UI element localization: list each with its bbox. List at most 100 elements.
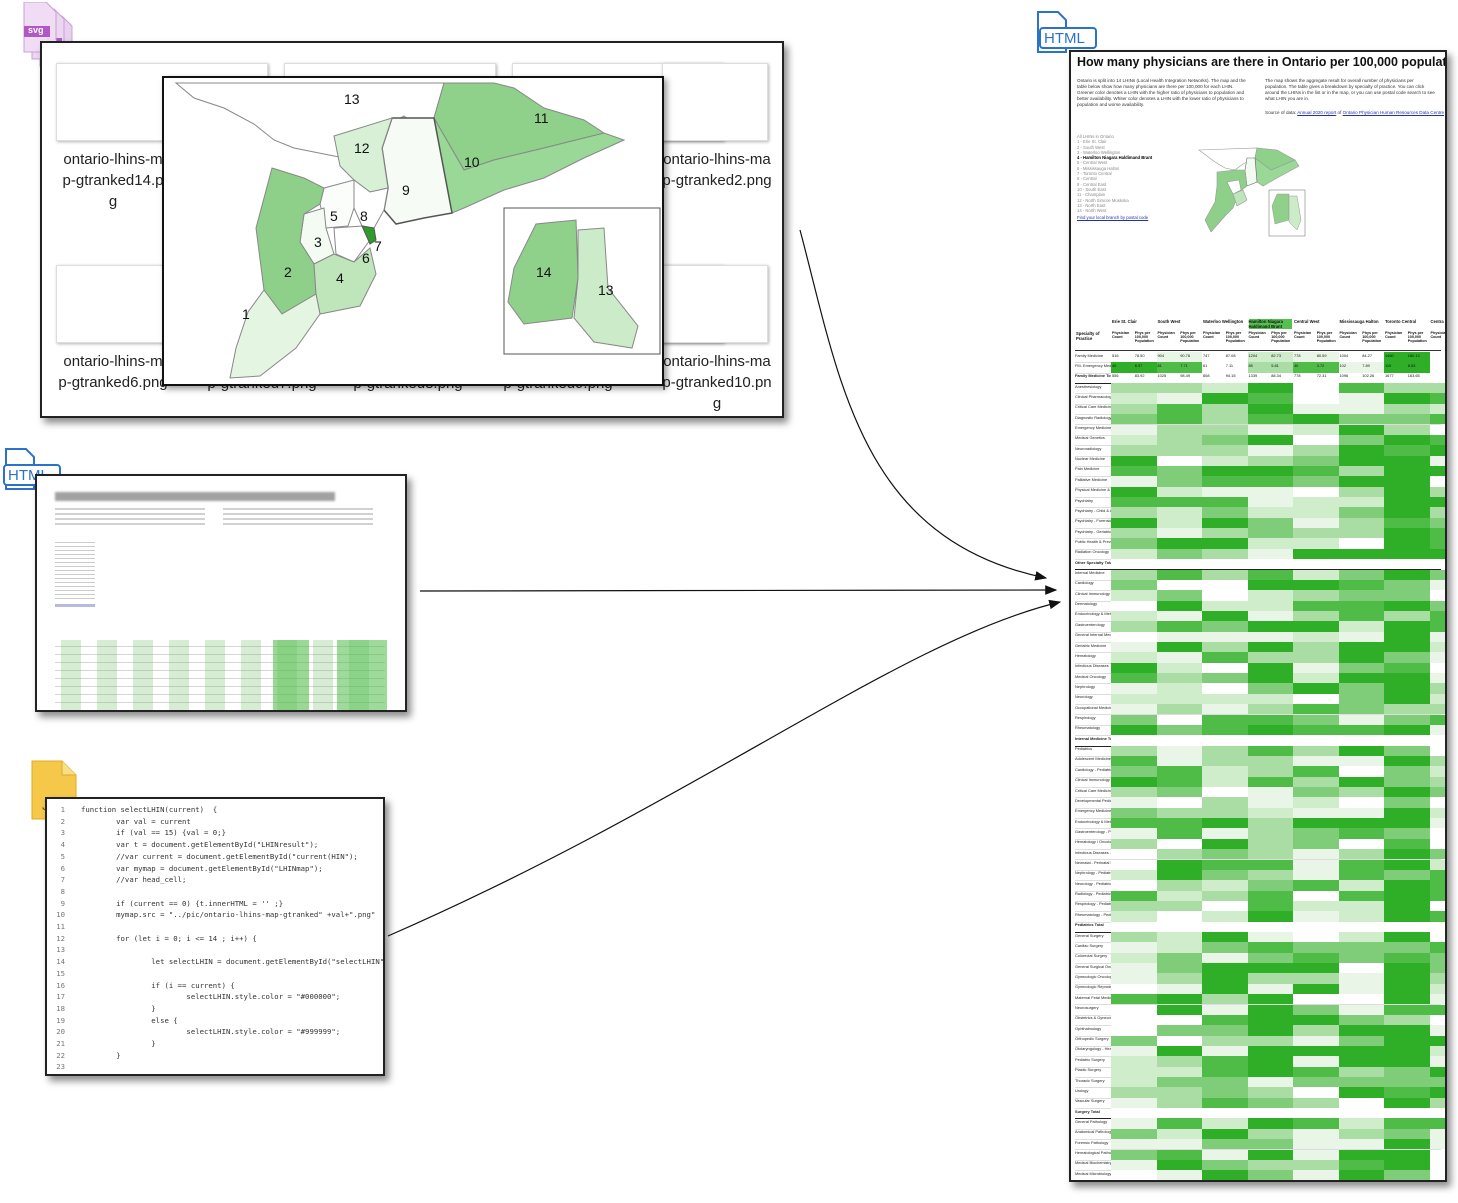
- table-cell-shade: [1202, 1066, 1248, 1077]
- table-cell-value: 778: [1294, 352, 1301, 358]
- lhin-column-header[interactable]: Hamilton Niagara Haldimand Brant: [1248, 319, 1292, 329]
- row-label: Hematological Pathology: [1075, 1150, 1111, 1155]
- table-row: Medical Microbiology: [1075, 1170, 1445, 1180]
- table-cell-shade: [1384, 869, 1430, 881]
- table-cell-shade: [1338, 942, 1384, 953]
- table-cell-shade: [1111, 714, 1157, 725]
- table-cell-shade: [1338, 994, 1384, 1005]
- table-cell-shade: [1338, 1149, 1384, 1160]
- lhin-list-item[interactable]: 10 - South East: [1077, 186, 1106, 192]
- table-cell-shade: [1429, 963, 1445, 974]
- table-cell-shade: [1293, 486, 1339, 497]
- lhin-column-header[interactable]: Erie St. Clair: [1112, 319, 1137, 324]
- lhin-column-header[interactable]: South West: [1157, 319, 1181, 324]
- table-cell-shade: [1156, 1045, 1202, 1057]
- table-cell-shade: [1247, 1035, 1293, 1046]
- enlarged-map[interactable]: 13 11 12 10 9 5 8 3 7 6 2 4 1 14 13: [162, 76, 664, 386]
- source-link[interactable]: Ontario Physician Human Resources Data C…: [1342, 110, 1445, 115]
- table-cell-shade: [1338, 517, 1384, 529]
- lhin-list-item[interactable]: 2 - South West: [1077, 144, 1105, 150]
- table-cell-shade: [1338, 828, 1384, 839]
- table-cell-shade: [1293, 424, 1339, 435]
- lhin-column-header[interactable]: Centra: [1430, 319, 1444, 324]
- table-cell-shade: [1247, 662, 1293, 674]
- table-cell-shade: [1111, 497, 1157, 508]
- table-cell-shade: [1293, 642, 1339, 653]
- table-cell-shade: [1293, 735, 1339, 746]
- code-line: var t = document.getElementById("LHINres…: [81, 840, 319, 850]
- table-cell-shade: [1293, 921, 1339, 932]
- table-cell-shade: [1384, 383, 1430, 394]
- table-cell-shade: [1247, 776, 1293, 787]
- table-cell-shade: [1338, 445, 1384, 456]
- table-cell-value: 556: [1112, 373, 1119, 379]
- table-cell-shade: [1156, 517, 1202, 529]
- result-map[interactable]: [1197, 146, 1307, 240]
- table-cell-shade: [1293, 787, 1339, 798]
- table-cell-value: 84.27: [1362, 352, 1372, 358]
- table-cell-shade: [1156, 600, 1202, 611]
- table-cell-shade: [1429, 745, 1445, 756]
- table-cell-shade: [1111, 600, 1157, 611]
- lhin-list-item[interactable]: 11 - Champlain: [1077, 192, 1106, 198]
- table-cell-shade: [1429, 445, 1445, 456]
- table-cell-shade: [1156, 476, 1202, 487]
- table-cell-shade: [1293, 880, 1339, 891]
- source-of: of: [1337, 110, 1342, 115]
- table-cell-shade: [1202, 735, 1248, 746]
- row-label: Psychiatry: [1075, 497, 1093, 503]
- map-thumbnail[interactable]: [662, 63, 768, 141]
- table-cell-shade: [1338, 787, 1384, 798]
- table-cell-shade: [1247, 652, 1293, 663]
- source-link[interactable]: Annual 2020 report: [1297, 110, 1337, 115]
- table-cell-shade: [1293, 465, 1339, 477]
- table-cell-shade: [1384, 652, 1430, 663]
- lhin-list-item[interactable]: 8 - Central: [1077, 176, 1097, 182]
- table-row: Public Health & Preventive Medicine: [1075, 538, 1445, 550]
- table-cell-shade: [1338, 807, 1384, 819]
- source-line: Source of data: Annual 2020 report of On…: [1265, 110, 1444, 116]
- lhin-list-item[interactable]: All LHINs in Ontario: [1077, 134, 1114, 139]
- table-cell-shade: [1111, 983, 1157, 995]
- line-number: 10: [56, 910, 65, 920]
- table-cell-shade: [1111, 1025, 1157, 1036]
- table-cell-shade: [1247, 424, 1293, 435]
- lhin-column-header[interactable]: Waterloo Wellington: [1203, 319, 1244, 324]
- lhin-list-item[interactable]: 7 - Toronto Central: [1077, 171, 1112, 177]
- table-cell-shade: [1338, 652, 1384, 663]
- table-cell-shade: [1338, 497, 1384, 508]
- preview-highlight-col: [337, 640, 387, 710]
- table-cell-shade: [1429, 1139, 1445, 1150]
- table-cell-shade: [1202, 486, 1248, 497]
- lhin-list-item[interactable]: 14 - North West: [1077, 208, 1107, 214]
- table-cell-shade: [1384, 911, 1430, 922]
- lhin-list-item[interactable]: 9 - Central East: [1077, 181, 1107, 187]
- table-cell-shade: [1338, 1035, 1384, 1046]
- lhin-list-item[interactable]: 1 - Erie St. Clair: [1077, 139, 1107, 145]
- lhin-list-item[interactable]: 12 - North Simcoe Muskoka: [1077, 197, 1129, 203]
- table-cell-shade: [1111, 859, 1157, 870]
- table-cell-shade: [1338, 963, 1384, 974]
- table-cell-shade: [1111, 942, 1157, 953]
- lhin-list-item[interactable]: 3 - Waterloo Wellington: [1077, 149, 1121, 155]
- lhin-column-header[interactable]: Toronto Central: [1385, 319, 1417, 324]
- table-cell-shade: [1384, 600, 1430, 611]
- lhin-list-item[interactable]: 6 - Mississauga Halton: [1077, 165, 1120, 171]
- postal-code-link[interactable]: Find your local branch by postal code: [1077, 215, 1149, 220]
- preview-blurred-text: [55, 508, 205, 526]
- line-number: 16: [56, 980, 65, 990]
- table-cell-shade: [1111, 1014, 1157, 1026]
- lhin-list-item[interactable]: 4 - Hamilton Niagara Haldimand Brant: [1077, 155, 1153, 161]
- lhin-list-item[interactable]: 5 - Central West: [1077, 160, 1108, 166]
- table-cell-shade: [1338, 900, 1384, 912]
- table-cell-shade: [1202, 963, 1248, 974]
- lhin-column-header[interactable]: Mississauga Halton: [1339, 319, 1379, 324]
- table-cell-shade: [1338, 600, 1384, 611]
- table-cell-shade: [1384, 745, 1430, 756]
- row-label: Gastroenterology: [1075, 621, 1105, 627]
- lhin-column-header[interactable]: Central West: [1294, 319, 1320, 324]
- lhin-list-item[interactable]: 13 - North East: [1077, 202, 1106, 208]
- table-cell-shade: [1293, 548, 1339, 560]
- table-cell-shade: [1429, 1118, 1445, 1129]
